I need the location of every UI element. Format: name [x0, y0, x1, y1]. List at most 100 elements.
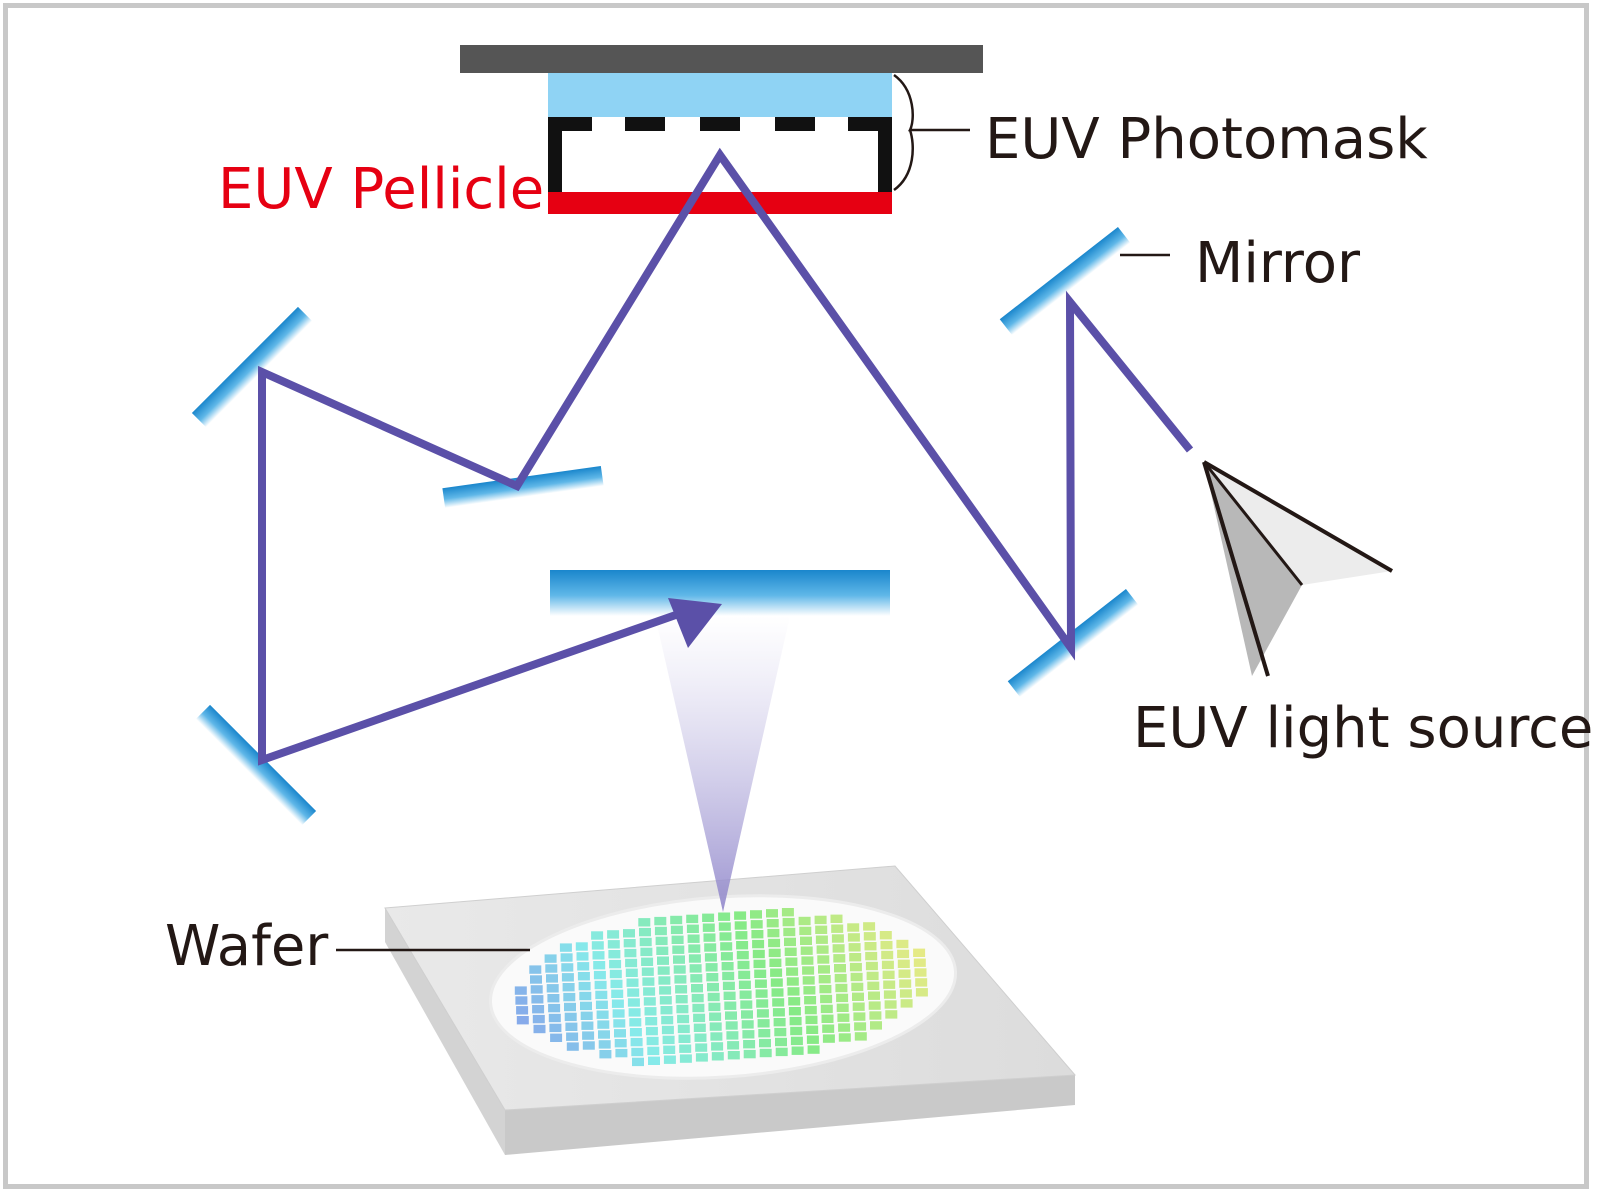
wafer-die: [675, 995, 688, 1004]
wafer-die: [625, 958, 638, 968]
wafer-die: [607, 940, 620, 949]
wafer-die: [756, 1009, 769, 1018]
wafer-die: [640, 947, 653, 957]
wafer-die: [623, 929, 635, 938]
wafer-die: [852, 1002, 865, 1011]
wafer-die: [788, 997, 801, 1006]
wafer-die: [629, 1018, 642, 1027]
wafer-die: [757, 1019, 770, 1028]
wafer-die: [582, 1031, 595, 1040]
wafer-die: [868, 1001, 881, 1010]
wafer-die: [642, 977, 655, 986]
wafer-die: [817, 955, 830, 964]
wafer-die: [774, 1027, 787, 1037]
wafer-die: [693, 1023, 706, 1032]
wafer-die: [708, 1002, 721, 1012]
wafer-die: [546, 974, 558, 983]
wafer-die: [593, 970, 606, 980]
wafer-die: [516, 1016, 529, 1025]
wafer-die: [900, 999, 913, 1008]
wafer-die: [562, 983, 575, 992]
wafer-die: [647, 1046, 660, 1056]
wafer-die: [686, 924, 699, 933]
wafer-die: [822, 1034, 835, 1043]
wafer-die: [719, 932, 732, 941]
wafer-die: [704, 943, 717, 952]
wafer-die: [673, 955, 685, 964]
wafer-die: [598, 1030, 610, 1039]
wafer-die: [641, 957, 654, 966]
wafer-die: [673, 965, 686, 974]
wafer-die: [659, 986, 672, 995]
wafer-die: [675, 985, 688, 994]
wafer-die: [738, 970, 751, 980]
wafer-die: [866, 971, 879, 981]
wafer-die: [806, 1025, 819, 1034]
wafer-die: [720, 942, 733, 951]
wafer-die: [560, 953, 573, 962]
wafer-die: [770, 968, 783, 977]
wafer-die: [838, 1023, 851, 1032]
wafer-die: [754, 969, 767, 978]
wafer-die: [657, 956, 669, 965]
photomask-assembly: [460, 45, 983, 214]
wafer-die: [865, 951, 878, 961]
wafer-die: [575, 942, 588, 951]
wafer-die: [738, 980, 751, 989]
mirror-label: Mirror: [1195, 231, 1361, 296]
wafer-die: [721, 962, 734, 971]
wafer-die: [830, 914, 843, 923]
wafer-die: [611, 999, 624, 1008]
wafer-die: [690, 974, 703, 983]
wafer-die: [663, 1055, 676, 1064]
wafer-die: [722, 981, 735, 991]
mirror-top-left: [191, 306, 313, 428]
wafer-die: [753, 959, 766, 969]
wafer-die: [676, 1004, 689, 1014]
wafer-die: [654, 926, 667, 936]
wafer-die: [881, 960, 894, 970]
wafer-die: [736, 950, 749, 960]
mask-holder-plate: [460, 45, 983, 73]
wafer-die: [786, 967, 799, 976]
wafer-die: [544, 954, 557, 963]
wafer-die: [581, 1021, 594, 1030]
wafer-die: [691, 984, 703, 993]
wafer-die: [718, 922, 731, 931]
wafer-die: [591, 931, 604, 940]
wafer-die: [883, 990, 896, 999]
wafer-die: [782, 917, 795, 927]
wafer-die: [677, 1024, 690, 1034]
wafer-die: [609, 959, 622, 969]
wafer-die: [707, 982, 719, 992]
wafer-die: [550, 1033, 563, 1042]
wafer-die: [672, 945, 685, 954]
wafer-die: [882, 970, 895, 979]
wafer-die: [868, 991, 880, 1000]
wafer-die: [546, 984, 559, 993]
wafer-die: [670, 915, 683, 925]
wafer-die: [789, 1016, 802, 1026]
wafer-die: [867, 981, 880, 990]
wafer-die: [549, 1023, 562, 1033]
wafer-die: [579, 991, 592, 1001]
wafer-die: [735, 931, 748, 940]
wafer-die: [864, 942, 877, 951]
wafer-die: [530, 975, 542, 984]
wafer-die: [787, 987, 800, 996]
wafer-die: [559, 943, 572, 952]
pellicle-label: EUV Pellicle: [218, 157, 544, 222]
euv-beam-path: [258, 147, 1194, 766]
wafer-die: [641, 967, 654, 976]
wafer-die: [915, 978, 928, 987]
wafer-die: [703, 933, 716, 942]
wafer-die: [800, 946, 813, 955]
photomask-brace: [893, 73, 970, 192]
wafer-die: [798, 916, 811, 926]
wafer-die: [678, 1034, 691, 1043]
wafer-die: [806, 1035, 819, 1044]
wafer-die: [630, 1037, 643, 1047]
wafer-die: [670, 925, 683, 935]
wafer-die: [836, 1003, 849, 1012]
wafer-die: [623, 939, 636, 948]
